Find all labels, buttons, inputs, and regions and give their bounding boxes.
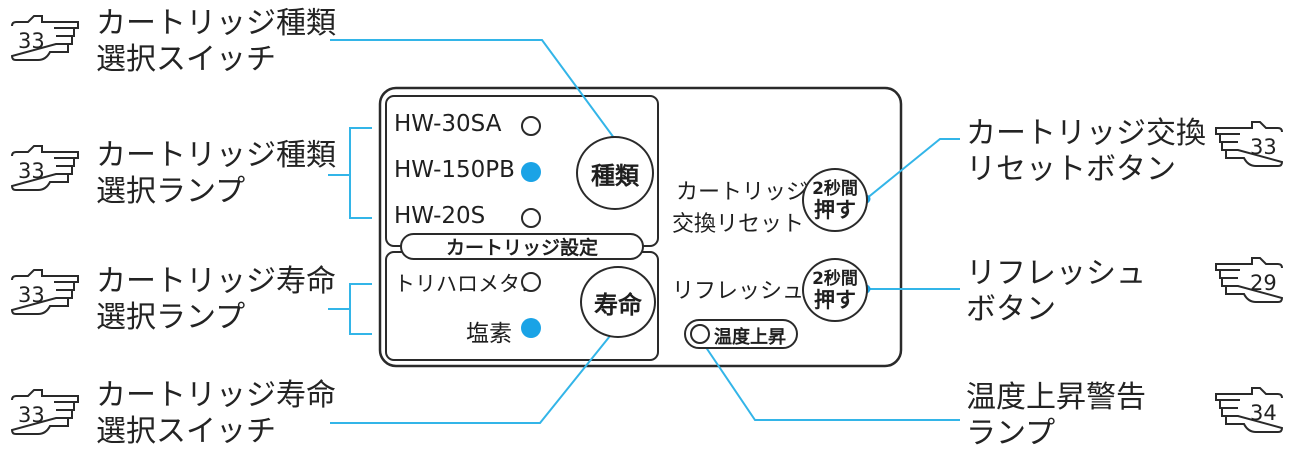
temp-lamp-indicator — [690, 324, 710, 344]
refresh-label: リフレッシュ — [672, 279, 805, 304]
callout-temp-rise-lamp: 温度上昇警告 ランプ — [966, 380, 1146, 451]
model-label-hw20s: HW-20S — [394, 203, 486, 229]
page-ref-number: 33 — [18, 29, 45, 53]
page-ref-number: 29 — [1250, 271, 1277, 295]
cartridge-type-button[interactable]: 種類 — [576, 136, 654, 210]
page-ref-number: 33 — [18, 403, 45, 427]
lamp-trihalomethane — [521, 272, 541, 292]
page-ref-number: 33 — [18, 159, 45, 183]
page-ref-hand-icon: 33 — [8, 388, 82, 438]
lamp-hw30sa — [521, 116, 541, 136]
temp-lamp-label: 温度上昇 — [714, 327, 786, 348]
cartridge-life-button[interactable]: 寿命 — [580, 266, 656, 338]
callout-refresh-button: リフレッシュ ボタン — [966, 256, 1146, 327]
page-ref-hand-icon: 34 — [1212, 386, 1286, 436]
page-ref-hand-icon: 33 — [8, 268, 82, 318]
life-label-chlorine: 塩素 — [466, 321, 512, 347]
callout-cartridge-reset-button: カートリッジ交換 リセットボタン — [966, 116, 1206, 187]
page-ref-number: 33 — [1250, 135, 1277, 159]
lamp-chlorine — [521, 318, 541, 338]
page-ref-hand-icon: 29 — [1212, 256, 1286, 306]
temp-rise-lamp: 温度上昇 — [684, 319, 798, 349]
lamp-hw20s — [521, 208, 541, 228]
page-ref-number: 33 — [18, 283, 45, 307]
callout-cartridge-life-switch: カートリッジ寿命 選択スイッチ — [96, 378, 336, 449]
refresh-button[interactable]: 2秒間 押す — [802, 258, 868, 322]
model-label-hw150pb: HW-150PB — [394, 157, 515, 183]
page-ref-hand-icon: 33 — [8, 14, 82, 64]
page-ref-number: 34 — [1250, 401, 1277, 425]
page-ref-hand-icon: 33 — [1212, 120, 1286, 170]
lamp-hw150pb — [521, 162, 541, 182]
reset-label-line2: 交換リセット — [672, 212, 805, 237]
cartridge-reset-button[interactable]: 2秒間 押す — [802, 168, 868, 232]
cartridge-settings-group-title: カートリッジ設定 — [400, 233, 644, 260]
callout-cartridge-life-lamp: カートリッジ寿命 選択ランプ — [96, 264, 336, 335]
page-ref-hand-icon: 33 — [8, 144, 82, 194]
callout-cartridge-type-lamp: カートリッジ種類 選択ランプ — [96, 138, 336, 209]
reset-label-line1: カートリッジ — [676, 180, 809, 205]
callout-cartridge-type-switch: カートリッジ種類 選択スイッチ — [96, 6, 336, 77]
model-label-hw30sa: HW-30SA — [394, 111, 502, 137]
life-label-trihalomethane: トリハロメタン — [394, 272, 541, 296]
